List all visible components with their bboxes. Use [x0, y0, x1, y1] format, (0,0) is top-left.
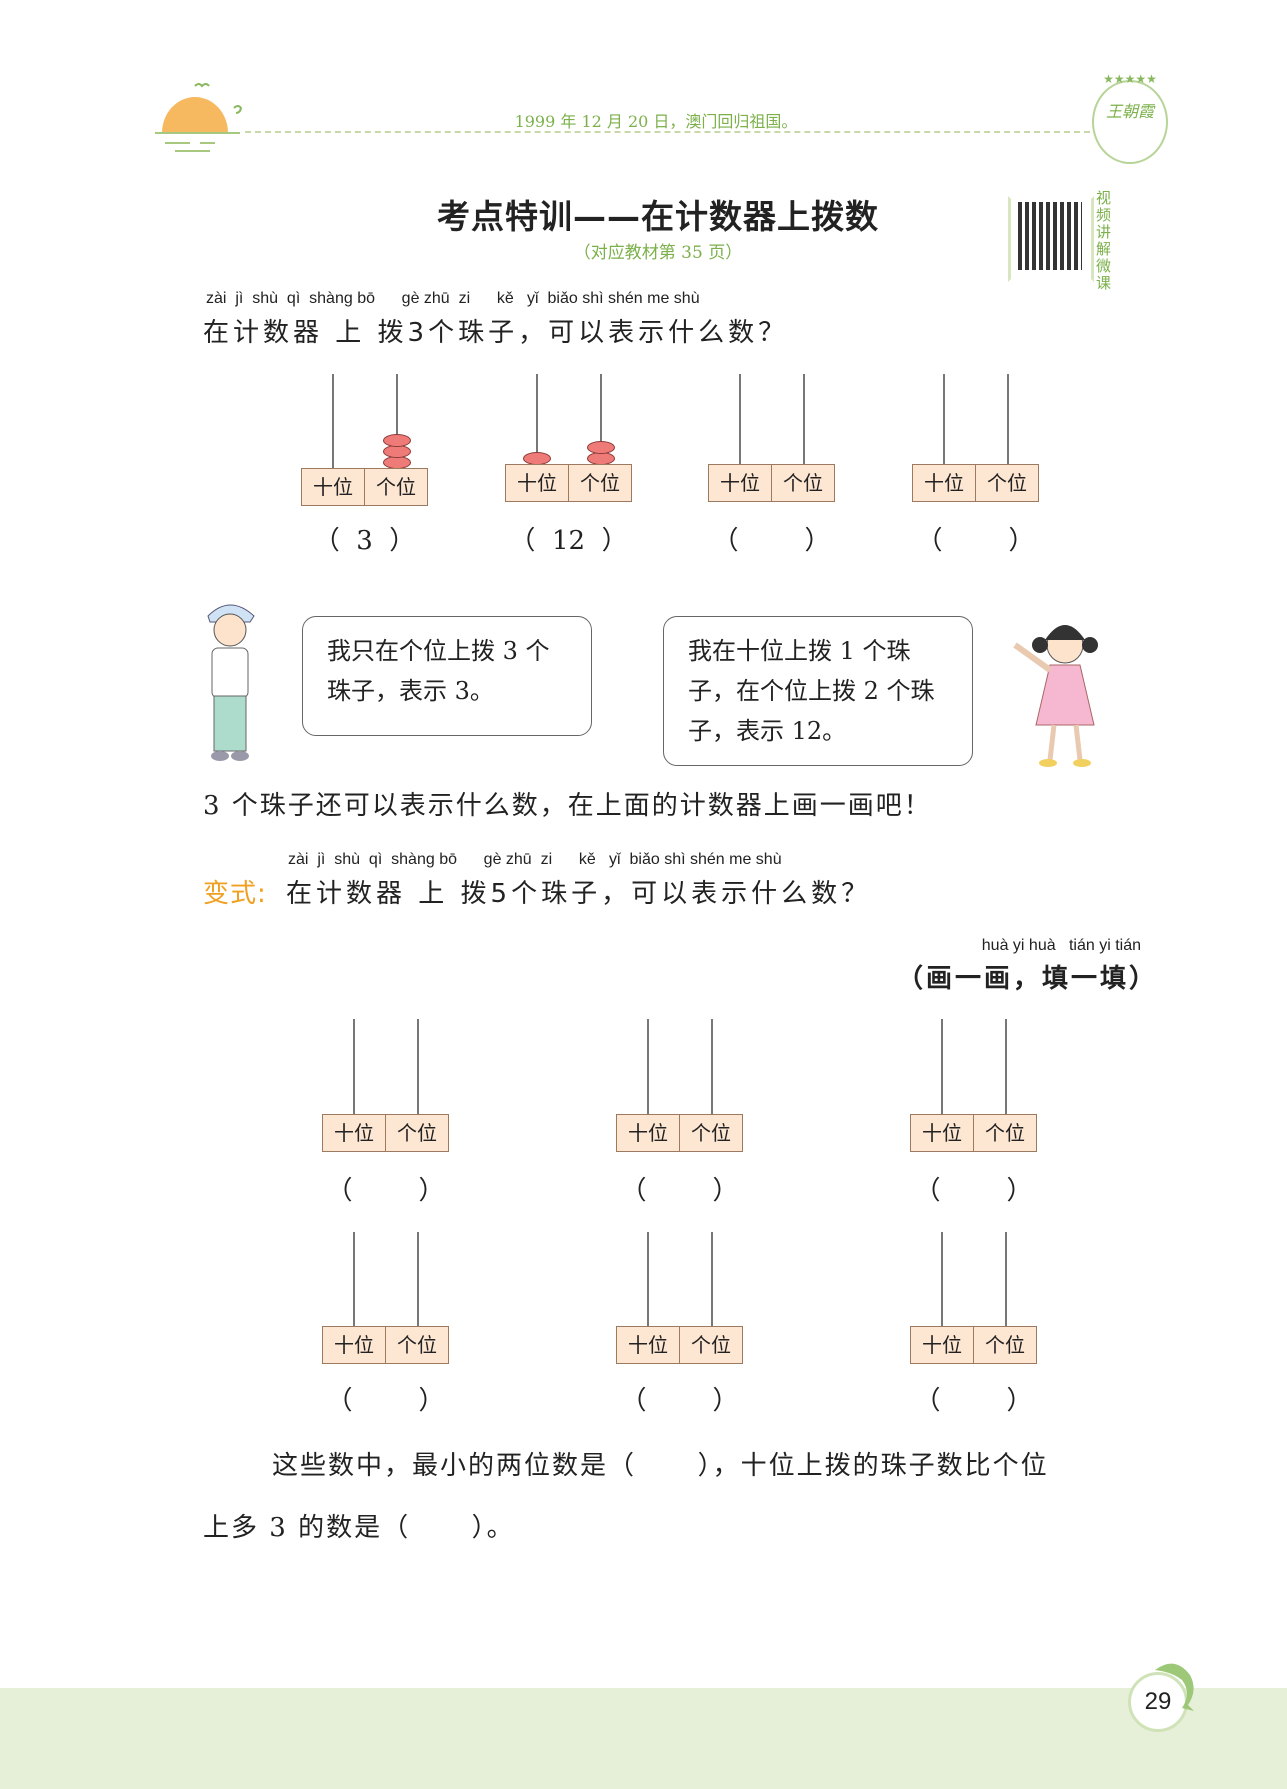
answer-blank[interactable]: （ 12 ）	[509, 526, 628, 556]
stars-icon: ★★★★★	[1103, 72, 1157, 86]
variant-text: 在计数器 上 拨5个珠子，可以表示什么数？	[286, 879, 872, 909]
answer-blank[interactable]: （ ）	[914, 1386, 1033, 1416]
answer-blank[interactable]: （ ）	[620, 1176, 739, 1206]
ones-rod[interactable]	[1005, 1019, 1007, 1114]
counter-place-labels: 十位个位	[708, 464, 835, 502]
ones-place-label: 个位	[376, 475, 416, 499]
answer-blank[interactable]: （ ）	[916, 526, 1035, 556]
brand-seal: ★★★★★ 王朝霞	[1092, 72, 1168, 164]
tens-rod[interactable]	[353, 1232, 355, 1326]
q1-pinyin: zài jì shù qì shàng bō gè zhū zi kě yǐ b…	[206, 290, 700, 307]
bead	[587, 441, 615, 454]
tens-rod[interactable]	[353, 1019, 355, 1114]
final-question-line2: 上多 3 的数是（ ）。	[203, 1513, 515, 1543]
page-number: 29	[1128, 1672, 1188, 1732]
instruction-text: （画一画，填一填）	[896, 964, 1158, 994]
bead	[383, 434, 411, 447]
qr-frame	[1008, 196, 1094, 282]
tens-place-label: 十位	[617, 1327, 680, 1363]
ones-rod[interactable]	[396, 374, 398, 468]
tens-place-label: 十位	[911, 1115, 974, 1151]
q1-text: 在计数器 上 拨3个珠子，可以表示什么数？	[203, 318, 789, 348]
answer-blank[interactable]: （ 3 ）	[313, 526, 416, 556]
counter-place-labels: 十位个位	[910, 1326, 1037, 1364]
girl-illustration	[1013, 625, 1098, 767]
final-question-line1: 这些数中，最小的两位数是（ ），十位上拨的珠子数比个位	[272, 1451, 1049, 1481]
ones-place-label: 个位	[691, 1121, 731, 1145]
ones-place-label: 个位	[397, 1121, 437, 1145]
ones-rod[interactable]	[600, 374, 602, 464]
seal-logo: 王朝霞	[1105, 102, 1154, 121]
answer-blank[interactable]: （ ）	[620, 1386, 739, 1416]
tens-rod[interactable]	[739, 374, 741, 464]
tens-rod[interactable]	[943, 374, 945, 464]
counter-place-labels: 十位个位	[616, 1326, 743, 1364]
header-text: 1999 年 12 月 20 日，澳门回归祖国。	[514, 112, 798, 131]
ones-place-label: 个位	[985, 1333, 1025, 1357]
counter-place-labels: 十位个位	[322, 1114, 449, 1152]
tens-rod[interactable]	[647, 1019, 649, 1114]
page-subtitle: （对应教材第 35 页）	[573, 243, 743, 263]
counter-place-labels: 十位个位	[912, 464, 1039, 502]
qr-code[interactable]	[1018, 202, 1082, 270]
tens-place-label: 十位	[913, 465, 976, 501]
tens-place-label: 十位	[302, 469, 365, 505]
tens-place-label: 十位	[911, 1327, 974, 1363]
counter-place-labels: 十位个位	[301, 468, 428, 506]
ones-rod[interactable]	[711, 1232, 713, 1326]
answer-blank[interactable]: （ ）	[712, 526, 831, 556]
ones-place-label: 个位	[397, 1333, 437, 1357]
counter-place-labels: 十位个位	[616, 1114, 743, 1152]
sunset-icon	[155, 83, 243, 152]
dolphin-icon	[1155, 1663, 1194, 1711]
ones-rod[interactable]	[711, 1019, 713, 1114]
tens-place-label: 十位	[506, 465, 569, 501]
tens-rod[interactable]	[941, 1019, 943, 1114]
ones-place-label: 个位	[985, 1121, 1025, 1145]
ones-rod[interactable]	[1007, 374, 1009, 464]
ones-place-label: 个位	[580, 471, 620, 495]
counter-place-labels: 十位个位	[322, 1326, 449, 1364]
variant-pinyin: zài jì shù qì shàng bō gè zhū zi kě yǐ b…	[288, 851, 782, 868]
counter-place-labels: 十位个位	[505, 464, 632, 502]
header-divider	[245, 131, 1090, 133]
ones-rod[interactable]	[1005, 1232, 1007, 1326]
tens-place-label: 十位	[617, 1115, 680, 1151]
boy-illustration	[207, 604, 255, 761]
answer-blank[interactable]: （ ）	[326, 1176, 445, 1206]
ones-place-label: 个位	[987, 471, 1027, 495]
tens-rod[interactable]	[332, 374, 334, 468]
hint-text: 3 个珠子还可以表示什么数，在上面的计数器上画一画吧！	[203, 791, 932, 821]
ones-rod[interactable]	[803, 374, 805, 464]
ones-place-label: 个位	[691, 1333, 731, 1357]
tens-rod[interactable]	[647, 1232, 649, 1326]
instruction-pinyin: huà yi huà tián yi tián	[981, 937, 1141, 954]
page-title: 考点特训——在计数器上拨数	[437, 197, 879, 236]
tens-place-label: 十位	[709, 465, 772, 501]
variant-label: 变式:	[203, 879, 267, 909]
tens-rod[interactable]	[941, 1232, 943, 1326]
answer-blank[interactable]: （ ）	[914, 1176, 1033, 1206]
counter-place-labels: 十位个位	[910, 1114, 1037, 1152]
tens-place-label: 十位	[323, 1115, 386, 1151]
ones-rod[interactable]	[417, 1019, 419, 1114]
boy-speech-bubble: 我只在个位上拨 3 个珠子，表示 3。	[302, 616, 592, 736]
answer-blank[interactable]: （ ）	[326, 1386, 445, 1416]
tens-rod[interactable]	[536, 374, 538, 464]
footer-band	[0, 1688, 1287, 1789]
ones-rod[interactable]	[417, 1232, 419, 1326]
tens-place-label: 十位	[323, 1327, 386, 1363]
ones-place-label: 个位	[783, 471, 823, 495]
qr-label: 视频讲解微课	[1096, 189, 1112, 292]
girl-speech-bubble: 我在十位上拨 1 个珠子，在个位上拨 2 个珠子，表示 12。	[663, 616, 973, 766]
